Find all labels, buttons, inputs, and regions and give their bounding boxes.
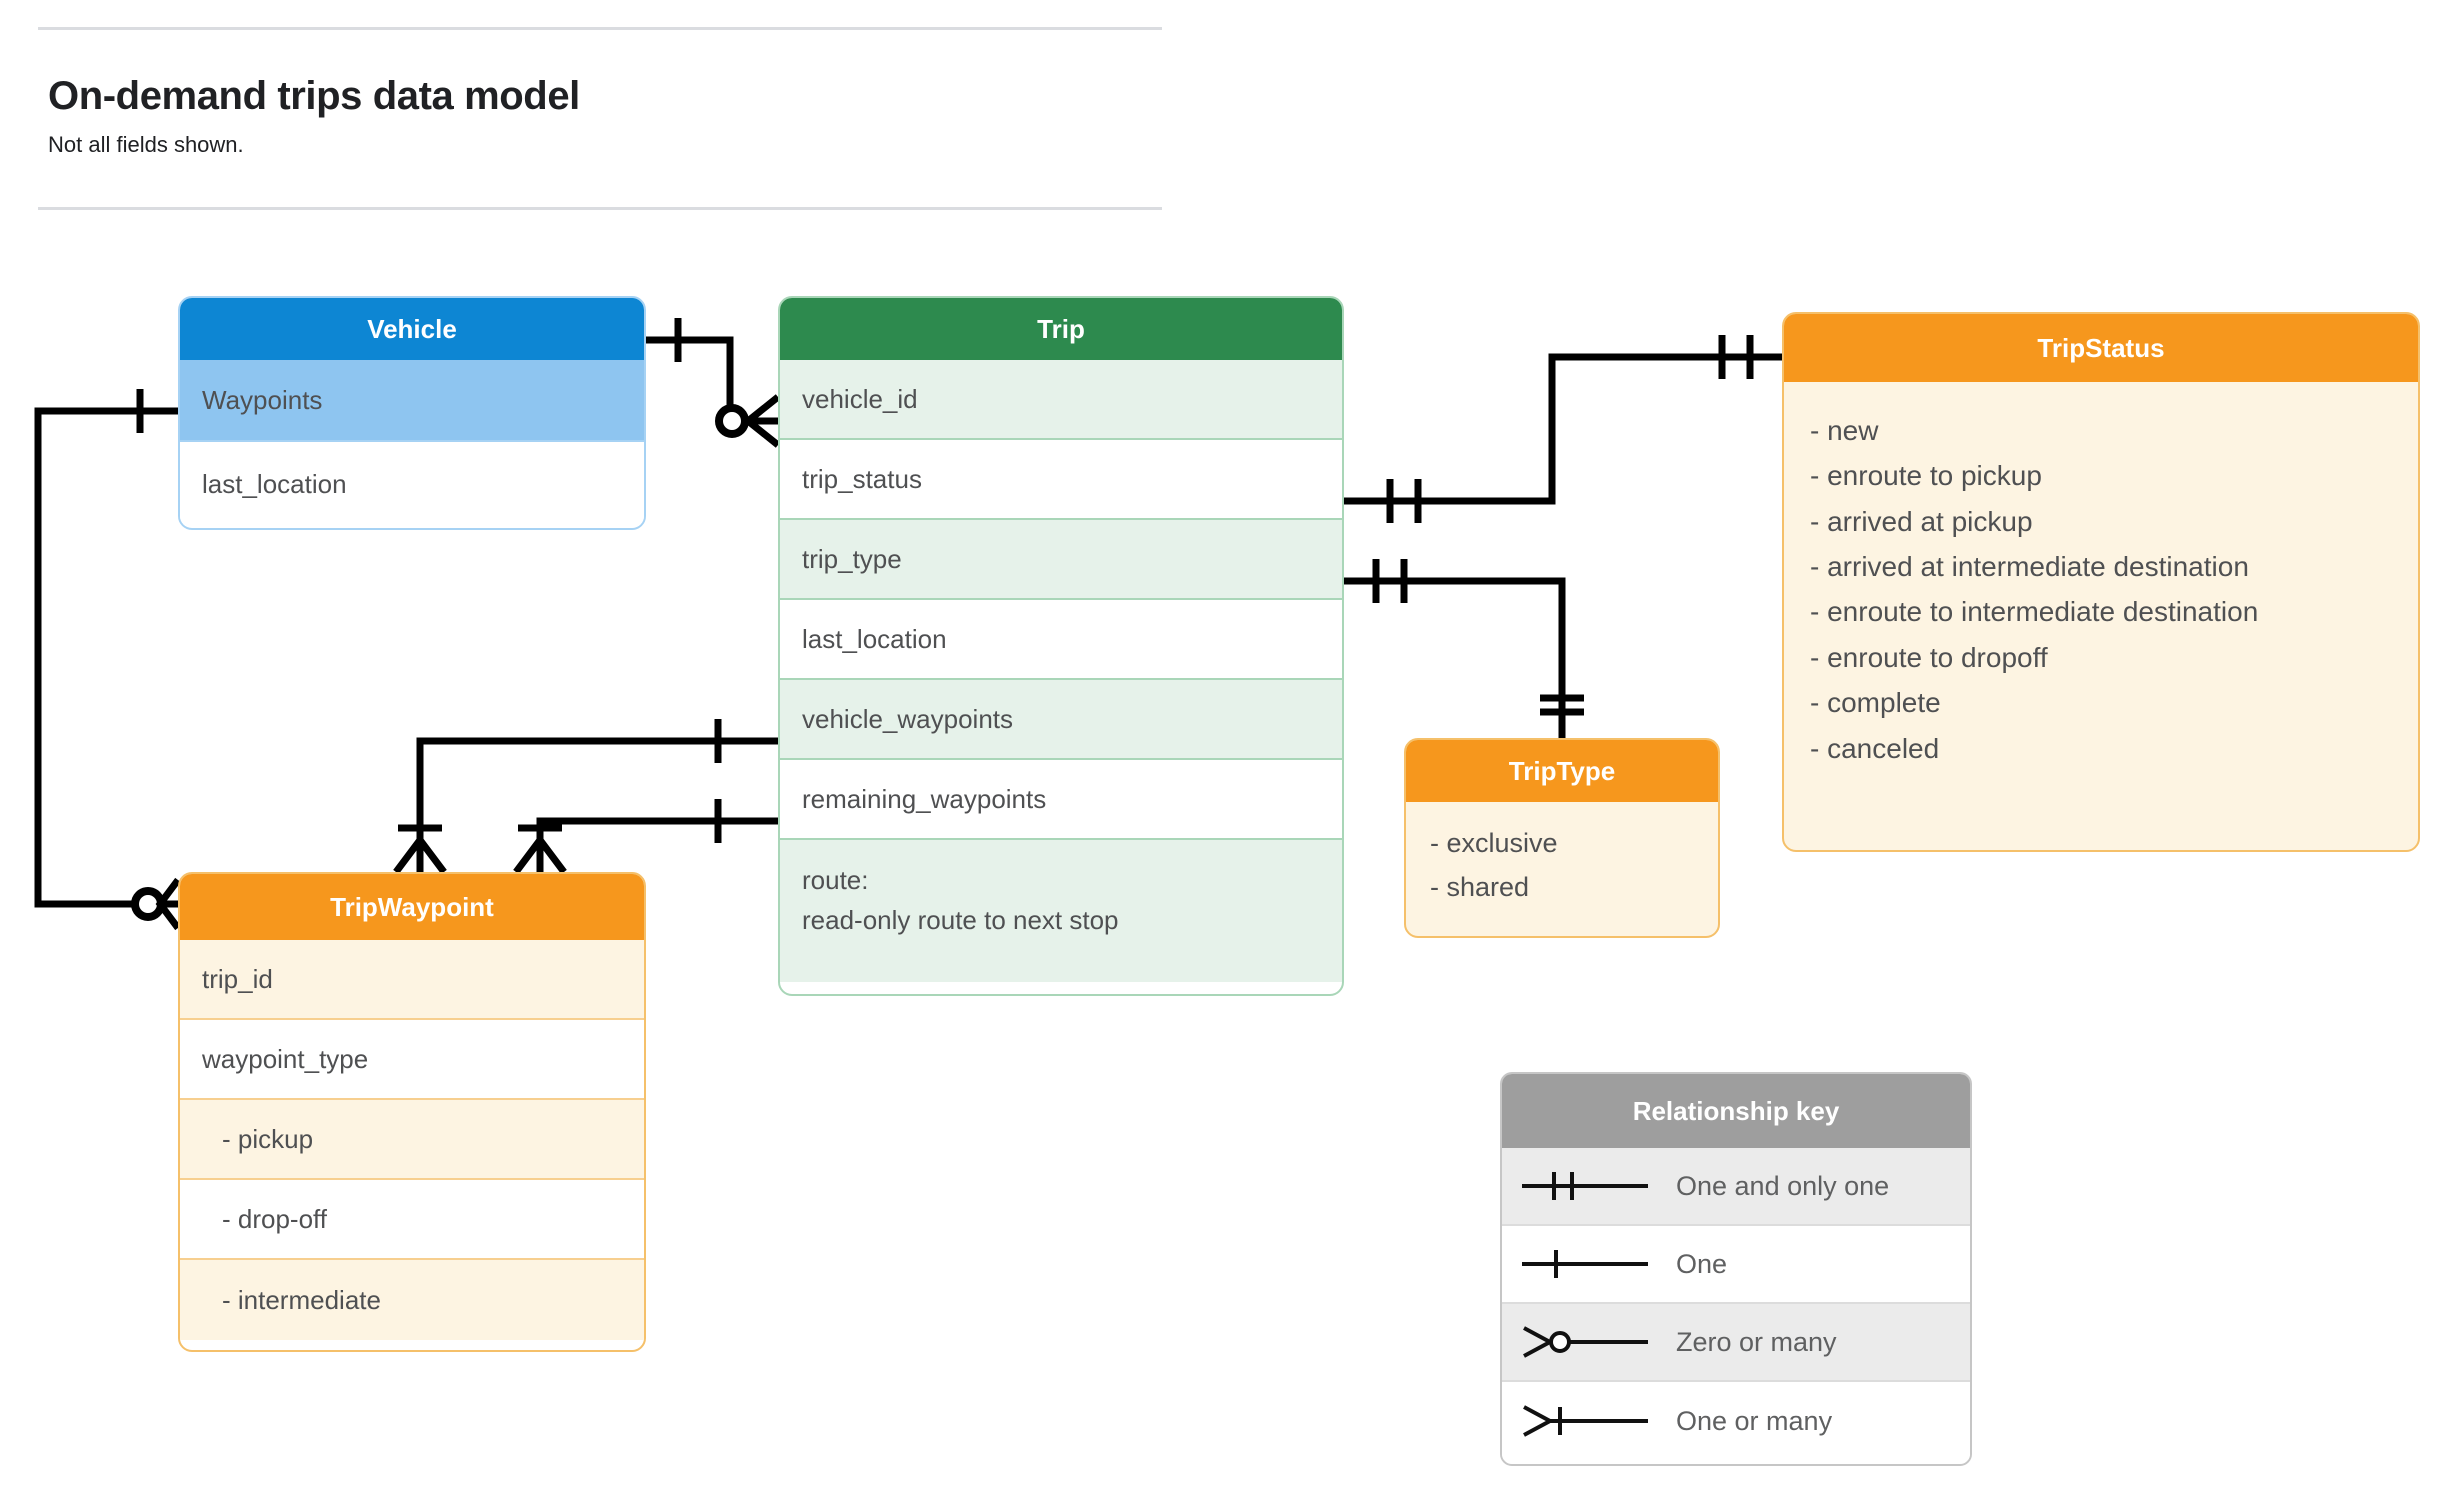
entity-trip-title: Trip	[780, 298, 1342, 360]
list-item: - enroute to intermediate destination	[1810, 596, 2259, 628]
value-tripwaypoint-pickup[interactable]: - pickup	[180, 1100, 644, 1180]
list-item: - complete	[1810, 687, 1941, 719]
value-tripwaypoint-intermediate[interactable]: - intermediate	[180, 1260, 644, 1340]
legend-label: One and only one	[1676, 1170, 1890, 1201]
list-item: - exclusive	[1430, 828, 1558, 858]
entity-trip-status[interactable]: TripStatus - new - enroute to pickup - a…	[1782, 312, 2420, 852]
legend-label: One or many	[1676, 1405, 1833, 1436]
field-tripwaypoint-waypoint-type[interactable]: waypoint_type	[180, 1020, 644, 1100]
one-and-only-one-icon	[1502, 1166, 1676, 1206]
list-item: - enroute to pickup	[1810, 460, 2042, 492]
entity-vehicle[interactable]: Vehicle Waypoints last_location	[178, 296, 646, 530]
legend-row-one-or-many: One or many	[1502, 1382, 1970, 1460]
field-tripwaypoint-trip-id[interactable]: trip_id	[180, 940, 644, 1020]
entity-trip-status-values: - new - enroute to pickup - arrived at p…	[1784, 382, 2418, 771]
field-trip-vehicle-id[interactable]: vehicle_id	[780, 360, 1342, 440]
field-trip-trip-type[interactable]: trip_type	[780, 520, 1342, 600]
legend-row-zero-or-many: Zero or many	[1502, 1304, 1970, 1382]
legend-label: One	[1676, 1248, 1728, 1279]
entity-trip-type[interactable]: TripType - exclusive - shared	[1404, 738, 1720, 938]
value-tripwaypoint-drop-off[interactable]: - drop-off	[180, 1180, 644, 1260]
list-item: - new	[1810, 415, 1879, 446]
one-icon	[1502, 1244, 1676, 1284]
entity-trip-type-title: TripType	[1406, 740, 1718, 802]
list-item: - arrived at pickup	[1810, 505, 2033, 537]
field-trip-remaining-waypoints[interactable]: remaining_waypoints	[780, 760, 1342, 840]
entity-trip-type-values: - exclusive - shared	[1406, 802, 1718, 909]
field-trip-last-location[interactable]: last_location	[780, 600, 1342, 680]
entity-trip-status-title: TripStatus	[1784, 314, 2418, 382]
relationship-key-legend: Relationship key One and only one	[1500, 1072, 1972, 1466]
field-trip-route[interactable]: route: read-only route to next stop	[780, 840, 1342, 982]
list-item: - canceled	[1810, 732, 1940, 764]
entity-trip[interactable]: Trip vehicle_id trip_status trip_type la…	[778, 296, 1344, 996]
list-item: - enroute to dropoff	[1810, 641, 2048, 673]
list-item: - arrived at intermediate destination	[1810, 551, 2249, 583]
field-trip-vehicle-waypoints[interactable]: vehicle_waypoints	[780, 680, 1342, 760]
entity-vehicle-title: Vehicle	[180, 298, 644, 360]
one-or-many-icon	[1502, 1401, 1676, 1441]
entity-trip-waypoint[interactable]: TripWaypoint trip_id waypoint_type - pic…	[178, 872, 646, 1352]
field-trip-trip-status[interactable]: trip_status	[780, 440, 1342, 520]
field-vehicle-waypoints[interactable]: Waypoints	[180, 360, 644, 442]
entity-trip-waypoint-title: TripWaypoint	[180, 874, 644, 940]
header-divider-top	[38, 27, 1162, 30]
field-vehicle-last-location[interactable]: last_location	[180, 442, 644, 526]
page-title: On-demand trips data model	[48, 74, 580, 118]
field-trip-route-label: route:	[802, 865, 869, 895]
page-subtitle: Not all fields shown.	[48, 132, 244, 157]
list-item: - shared	[1430, 871, 1530, 902]
header-divider-bottom	[38, 207, 1162, 210]
zero-or-many-icon	[1502, 1322, 1676, 1362]
legend-title: Relationship key	[1502, 1074, 1970, 1148]
legend-label: Zero or many	[1676, 1326, 1837, 1357]
legend-row-one-and-only-one: One and only one	[1502, 1148, 1970, 1226]
legend-row-one: One	[1502, 1226, 1970, 1304]
field-trip-route-note: read-only route to next stop	[802, 905, 1119, 936]
